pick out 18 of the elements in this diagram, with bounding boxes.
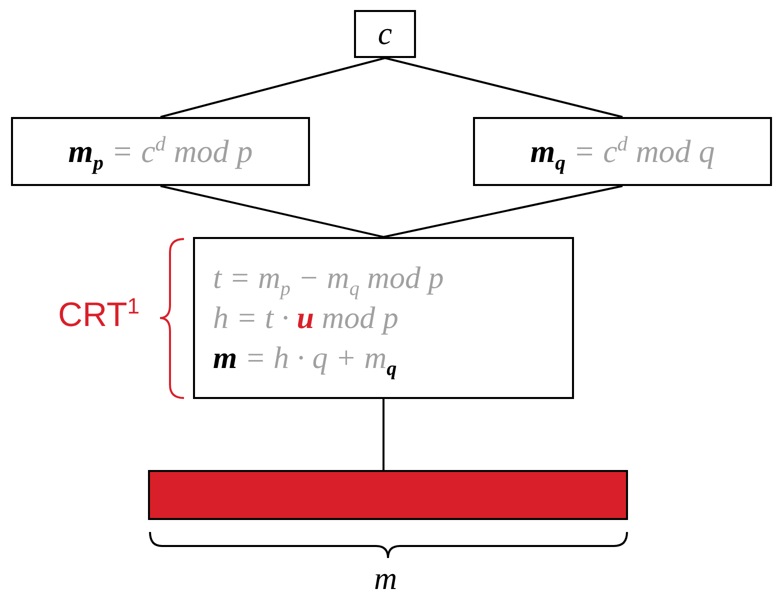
formula-box [354,10,416,58]
formula: m = h · q + m$_{q}$ [213,339,397,378]
brace-label: CRT$^{1}$ [58,296,140,335]
formula: h = t · u mod p [213,300,398,337]
connector-line [160,57,386,118]
formula-box [473,117,772,186]
formula-box [11,117,310,186]
connector-line [384,57,623,118]
formula: t = m$_{p}$ − m$_{q}$ mod p [213,258,444,298]
formula-box [193,237,574,399]
formula: c [378,14,392,54]
formula: m$_{p}$ = c$^{d}$ mod p [68,131,253,172]
connector-line [382,399,384,470]
connector-line [160,185,384,238]
result-bar [148,470,628,520]
brace-label: m [374,560,398,592]
formula: m$_{q}$ = c$^{d}$ mod q [530,131,715,172]
connector-line [383,185,623,238]
